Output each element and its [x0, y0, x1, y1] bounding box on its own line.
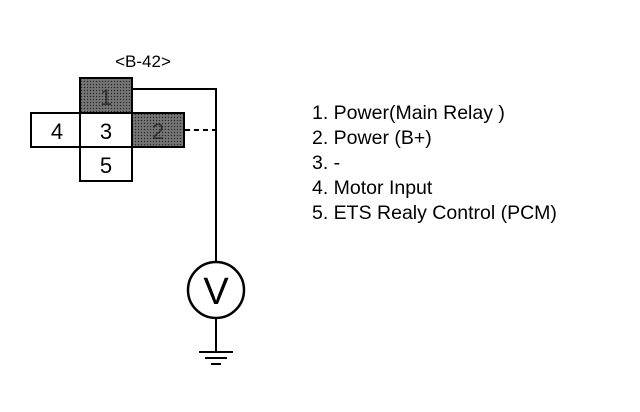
legend-item: 5. ETS Realy Control (PCM) [312, 202, 557, 224]
legend-item: 4. Motor Input [312, 177, 433, 199]
connector-b42: 1 4 3 2 5 [30, 77, 185, 182]
pin-3: 3 [79, 112, 133, 148]
ground-icon [199, 318, 233, 365]
pin-1-label: 1 [100, 85, 112, 110]
voltmeter-icon: V [186, 260, 246, 320]
pin-4-label: 4 [51, 119, 63, 144]
pin-2-label: 2 [152, 119, 164, 144]
legend-item: 1. Power(Main Relay ) [312, 102, 505, 124]
legend-item: 3. - [312, 152, 341, 174]
pin-5: 5 [79, 146, 133, 182]
legend-item: 2. Power (B+) [312, 127, 432, 149]
voltmeter-symbol: V [203, 271, 229, 313]
pin-3-label: 3 [100, 119, 112, 144]
pin-4: 4 [30, 112, 83, 148]
pin-legend: 1. Power(Main Relay ) 2. Power (B+) 3. -… [312, 101, 557, 226]
connector-name: <B-42> [115, 52, 171, 71]
probe-wire [133, 88, 217, 263]
pin-2: 2 [131, 112, 185, 148]
pin-1: 1 [79, 77, 133, 116]
pin-5-label: 5 [100, 153, 112, 178]
